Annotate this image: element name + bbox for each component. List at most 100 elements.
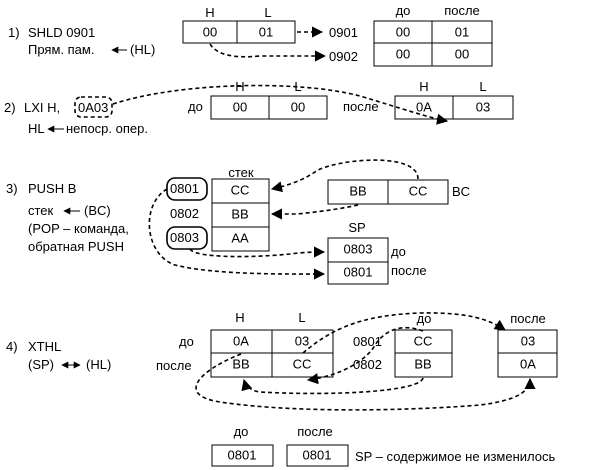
s2-before-l-cell: [268, 95, 328, 120]
s4-hl-cell-ah: [210, 352, 273, 378]
s1-desc: Прям. пам.: [28, 42, 94, 57]
s4-line2-hl: (HL): [86, 357, 111, 372]
s2-after-h-value: 0A: [416, 99, 432, 114]
s4-mem-before-table: CC BB: [394, 329, 453, 378]
s3-number: 3): [6, 181, 18, 196]
s3-arrow-0803-to-sp: [189, 246, 326, 258]
s3-arrow-b-to-stack: [270, 204, 359, 220]
section-4: 4) XTHL (SP) (HL) H L до после 0A 03 BB …: [6, 310, 558, 467]
s4-sp-after-title: после: [297, 424, 333, 439]
section-2: 2) LXI H, 0A03 HL непоср. опер. H L до 0…: [4, 79, 514, 136]
s4-mem-before-title: до: [417, 311, 432, 326]
s2-l-label: L: [294, 79, 301, 94]
s1-l-cell: [236, 20, 296, 44]
s4-before-label: до: [179, 334, 194, 349]
s2-hl-before: 00 00: [210, 95, 328, 120]
s3-line2-bc: (BC): [84, 203, 111, 218]
s4-arrow-mem2-to-h: [241, 377, 424, 395]
s3-sp-after-cell: [327, 261, 389, 285]
s2-hl-after: 0A 03: [394, 95, 514, 120]
s3-bc-register: BB CC: [327, 179, 449, 205]
s2-before-h-value: 00: [233, 99, 247, 114]
s3-b-cell: [327, 179, 389, 205]
s3-stack-cell-3: [211, 226, 270, 252]
s3-stack-title: стек: [228, 165, 254, 180]
s4-before-h-value: 0A: [233, 333, 249, 348]
s4-after-l-value: CC: [293, 356, 312, 371]
s4-mem-before-1: CC: [414, 333, 433, 348]
s3-addr3-highlight: [166, 226, 208, 250]
s3-c-value: CC: [409, 183, 428, 198]
s4-sp-before-cell: [211, 444, 274, 467]
s3-addr2: 0802: [170, 206, 199, 221]
s4-addr-0802: 0802: [353, 357, 382, 372]
s4-number: 4): [6, 339, 18, 354]
s2-command: LXI H,: [24, 100, 60, 115]
s4-command: XTHL: [28, 339, 61, 354]
s3-sp-before-label: до: [391, 244, 406, 259]
s3-line4: обратная PUSH: [28, 239, 124, 254]
s3-sp-title: SP: [348, 220, 365, 235]
s3-addr1: 0801: [170, 181, 199, 196]
s4-mem-before-cell-2: [394, 352, 453, 378]
s4-after-h-value: BB: [232, 356, 249, 371]
s4-addr-0801: 0801: [353, 334, 382, 349]
s4-sp-after-cell: [286, 444, 349, 467]
s4-mem-after-1: 03: [521, 333, 535, 348]
s3-stack-value-3: AA: [231, 230, 249, 245]
s1-before-label: до: [396, 3, 411, 18]
s1-l-label: L: [264, 5, 271, 20]
s4-l-label: L: [298, 310, 305, 325]
section-3: 3) PUSH B стек (BC) (POP – команда, обра…: [6, 159, 470, 285]
s3-sp-before-value: 0803: [344, 241, 373, 256]
s2-desc: непоср. опер.: [66, 121, 148, 136]
s1-desc-register: (HL): [130, 42, 155, 57]
s4-sp-before-value: 0801: [228, 447, 257, 462]
s3-c-cell: [387, 179, 449, 205]
s1-h-label: H: [205, 5, 214, 20]
s4-arrow-l-to-mem: [302, 312, 506, 354]
s3-command: PUSH B: [28, 181, 76, 196]
s1-memory-table: 00 01 00 00: [373, 20, 493, 67]
s3-stack-value-1: CC: [231, 182, 250, 197]
s2-arrow-operand-to-hl: [112, 84, 449, 125]
s1-command: SHLD 0901: [28, 25, 95, 40]
s1-mem-after-0901: 01: [455, 24, 469, 39]
s4-arrow-h-to-mem: [195, 353, 536, 411]
section-1: 1) SHLD 0901 Прям. пам. (HL) H L 00 01 0…: [8, 3, 493, 67]
s4-after-label: после: [156, 358, 192, 373]
s1-hl-register: 00 01: [182, 20, 296, 44]
s4-hl-cell-al: [271, 352, 334, 378]
s3-arrow-c-to-stack: [270, 159, 419, 193]
s2-operand-highlight: [74, 96, 113, 118]
s3-bc-label: BC: [452, 184, 470, 199]
s1-addr-0901: 0901: [329, 25, 358, 40]
s2-after-l-label: L: [479, 79, 486, 94]
s4-h-label: H: [235, 310, 244, 325]
s1-mem-after-0902: 00: [455, 46, 469, 61]
s1-h-value: 00: [203, 24, 217, 39]
s2-after-label: после: [343, 99, 379, 114]
s4-mem-after-title: после: [510, 311, 546, 326]
s4-line2-sp: (SP): [28, 357, 54, 372]
s4-before-l-value: 03: [295, 333, 309, 348]
s1-mem-before-0901: 00: [396, 24, 410, 39]
s2-number: 2): [4, 100, 16, 115]
s4-mem-before-2: BB: [414, 356, 431, 371]
s3-stack-value-2: BB: [231, 206, 248, 221]
s1-addr-0902: 0902: [329, 49, 358, 64]
s4-sp-before: 0801: [211, 444, 274, 467]
s1-mem-before-0902: 00: [396, 46, 410, 61]
s1-l-value: 01: [259, 24, 273, 39]
s4-mem-after-table: 03 0A: [497, 329, 558, 378]
s2-desc-register: HL: [28, 121, 45, 136]
s3-line3: (POP – команда,: [28, 221, 129, 236]
s1-mem-p2-cell: [431, 42, 493, 67]
s3-stack-cell-1: [211, 178, 270, 204]
s3-addr3: 0803: [170, 230, 199, 245]
s4-sp-after: 0801: [286, 444, 349, 467]
s3-line2-stack: стек: [28, 203, 54, 218]
s1-number: 1): [8, 25, 20, 40]
